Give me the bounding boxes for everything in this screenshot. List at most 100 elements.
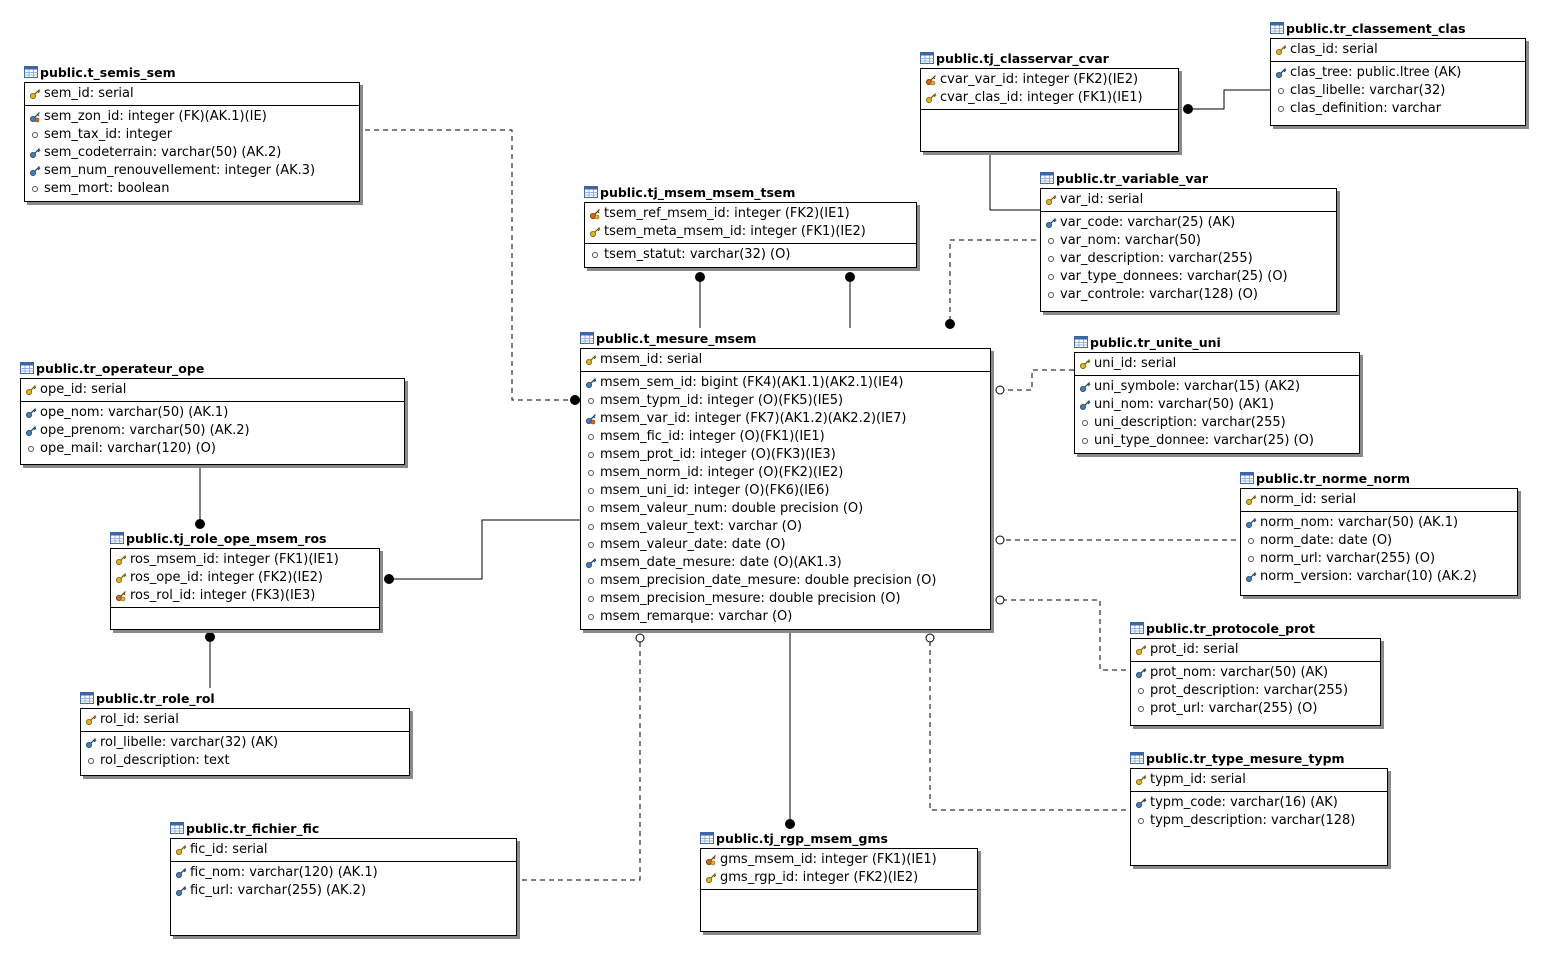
column-row: tsem_statut: varchar(32) (O) [585, 246, 916, 264]
table-body: cvar_var_id: integer (FK2)(IE2)cvar_clas… [920, 68, 1179, 152]
column-dot-icon [1044, 288, 1058, 302]
column-row: ros_msem_id: integer (FK1)(IE1) [111, 551, 379, 569]
column-dot-icon [1274, 102, 1288, 116]
primary-key-section: rol_id: serial [81, 709, 409, 731]
primary-key-section: uni_id: serial [1075, 353, 1359, 375]
pk-fk-key-icon [924, 73, 938, 87]
table-body: ros_msem_id: integer (FK1)(IE1)ros_ope_i… [110, 548, 380, 630]
column-text: sem_id: serial [44, 86, 134, 101]
column-row: norm_date: date (O) [1241, 532, 1517, 550]
column-row: msem_valeur_num: double precision (O) [581, 500, 990, 518]
table-tr-variable-var[interactable]: public.tr_variable_var var_id: serial var_… [1040, 168, 1337, 312]
column-row: sem_num_renouvellement: integer (AK.3) [25, 162, 359, 180]
table-title: public.tr_classement_clas [1270, 18, 1526, 38]
table-name: public.tr_classement_clas [1286, 20, 1466, 36]
column-row: cvar_clas_id: integer (FK1)(IE1) [921, 89, 1178, 107]
table-title: public.tr_variable_var [1040, 168, 1337, 188]
column-row: sem_codeterrain: varchar(50) (AK.2) [25, 144, 359, 162]
hollow-endpoint-dot [635, 633, 645, 643]
hollow-endpoint-dot [995, 535, 1005, 545]
column-row: msem_norm_id: integer (O)(FK2)(IE2) [581, 464, 990, 482]
column-text: sem_zon_id: integer (FK)(AK.1)(IE) [44, 109, 267, 124]
table-title: public.t_mesure_msem [580, 328, 991, 348]
column-text: rol_id: serial [100, 712, 179, 727]
table-icon [1240, 472, 1254, 484]
table-title: public.tj_msem_msem_tsem [584, 182, 917, 202]
column-text: gms_rgp_id: integer (FK2)(IE2) [720, 870, 919, 885]
column-row: ros_rol_id: integer (FK3)(IE3) [111, 587, 379, 605]
column-text: ope_prenom: varchar(50) (AK.2) [40, 423, 250, 438]
relationship-line [1000, 369, 1074, 391]
primary-key-section: var_id: serial [1041, 189, 1336, 211]
column-row: uni_type_donnee: varchar(25) (O) [1075, 432, 1359, 450]
table-name: public.tr_variable_var [1056, 170, 1209, 186]
column-text: msem_valeur_text: varchar (O) [600, 519, 803, 534]
column-text: typm_id: serial [1150, 772, 1246, 787]
table-name: public.tr_fichier_fic [186, 820, 320, 836]
column-row: sem_mort: boolean [25, 180, 359, 198]
column-text: msem_uni_id: integer (O)(FK6)(IE6) [600, 483, 830, 498]
column-text: ros_ope_id: integer (FK2)(IE2) [130, 570, 323, 585]
ak-key-icon [24, 406, 38, 420]
ak-key-icon [1134, 666, 1148, 680]
column-row: sem_tax_id: integer [25, 126, 359, 144]
pk-key-icon [924, 91, 938, 105]
column-row: msem_date_mesure: date (O)(AK1.3) [581, 554, 990, 572]
relationship-line [1188, 89, 1270, 110]
column-row: var_code: varchar(25) (AK) [1041, 214, 1336, 232]
ak-key-icon [28, 146, 42, 160]
columns-section: ope_nom: varchar(50) (AK.1)ope_prenom: v… [21, 401, 404, 460]
fk-ak-key-icon [28, 110, 42, 124]
column-row: fic_id: serial [171, 841, 516, 859]
column-text: typm_code: varchar(16) (AK) [1150, 795, 1338, 810]
column-row: prot_description: varchar(255) [1131, 682, 1380, 700]
column-row: norm_id: serial [1241, 491, 1517, 509]
column-row: ros_ope_id: integer (FK2)(IE2) [111, 569, 379, 587]
column-dot-icon [1134, 702, 1148, 716]
column-text: uni_nom: varchar(50) (AK1) [1094, 397, 1275, 412]
filled-endpoint-dot [695, 272, 705, 282]
table-tr-classement-clas[interactable]: public.tr_classement_clas clas_id: serial… [1270, 18, 1526, 126]
column-dot-icon [588, 248, 602, 262]
table-icon [920, 52, 934, 64]
filled-endpoint-dot [570, 395, 580, 405]
column-text: msem_fic_id: integer (O)(FK1)(IE1) [600, 429, 825, 444]
filled-endpoint-dot [785, 819, 795, 829]
primary-key-section: norm_id: serial [1241, 489, 1517, 511]
column-row: uni_nom: varchar(50) (AK1) [1075, 396, 1359, 414]
column-dot-icon [1134, 684, 1148, 698]
filled-endpoint-dot [195, 519, 205, 529]
table-title: public.tr_unite_uni [1074, 332, 1360, 352]
table-body: gms_msem_id: integer (FK1)(IE1)gms_rgp_i… [700, 848, 978, 932]
pk-fk-key-icon [114, 589, 128, 603]
relationship-line [929, 638, 1126, 811]
relationship-line [365, 129, 575, 401]
table-title: public.tr_operateur_ope [20, 358, 405, 378]
column-text: prot_url: varchar(255) (O) [1150, 701, 1318, 716]
column-row: norm_url: varchar(255) (O) [1241, 550, 1517, 568]
column-text: sem_mort: boolean [44, 181, 170, 196]
column-text: msem_valeur_date: date (O) [600, 537, 786, 552]
columns-section: clas_tree: public.ltree (AK)clas_libelle… [1271, 61, 1525, 120]
column-text: clas_tree: public.ltree (AK) [1290, 65, 1462, 80]
pk-key-icon [588, 225, 602, 239]
column-text: prot_id: serial [1150, 642, 1239, 657]
column-text: norm_id: serial [1260, 492, 1357, 507]
column-row: prot_id: serial [1131, 641, 1380, 659]
column-text: msem_precision_date_mesure: double preci… [600, 573, 937, 588]
